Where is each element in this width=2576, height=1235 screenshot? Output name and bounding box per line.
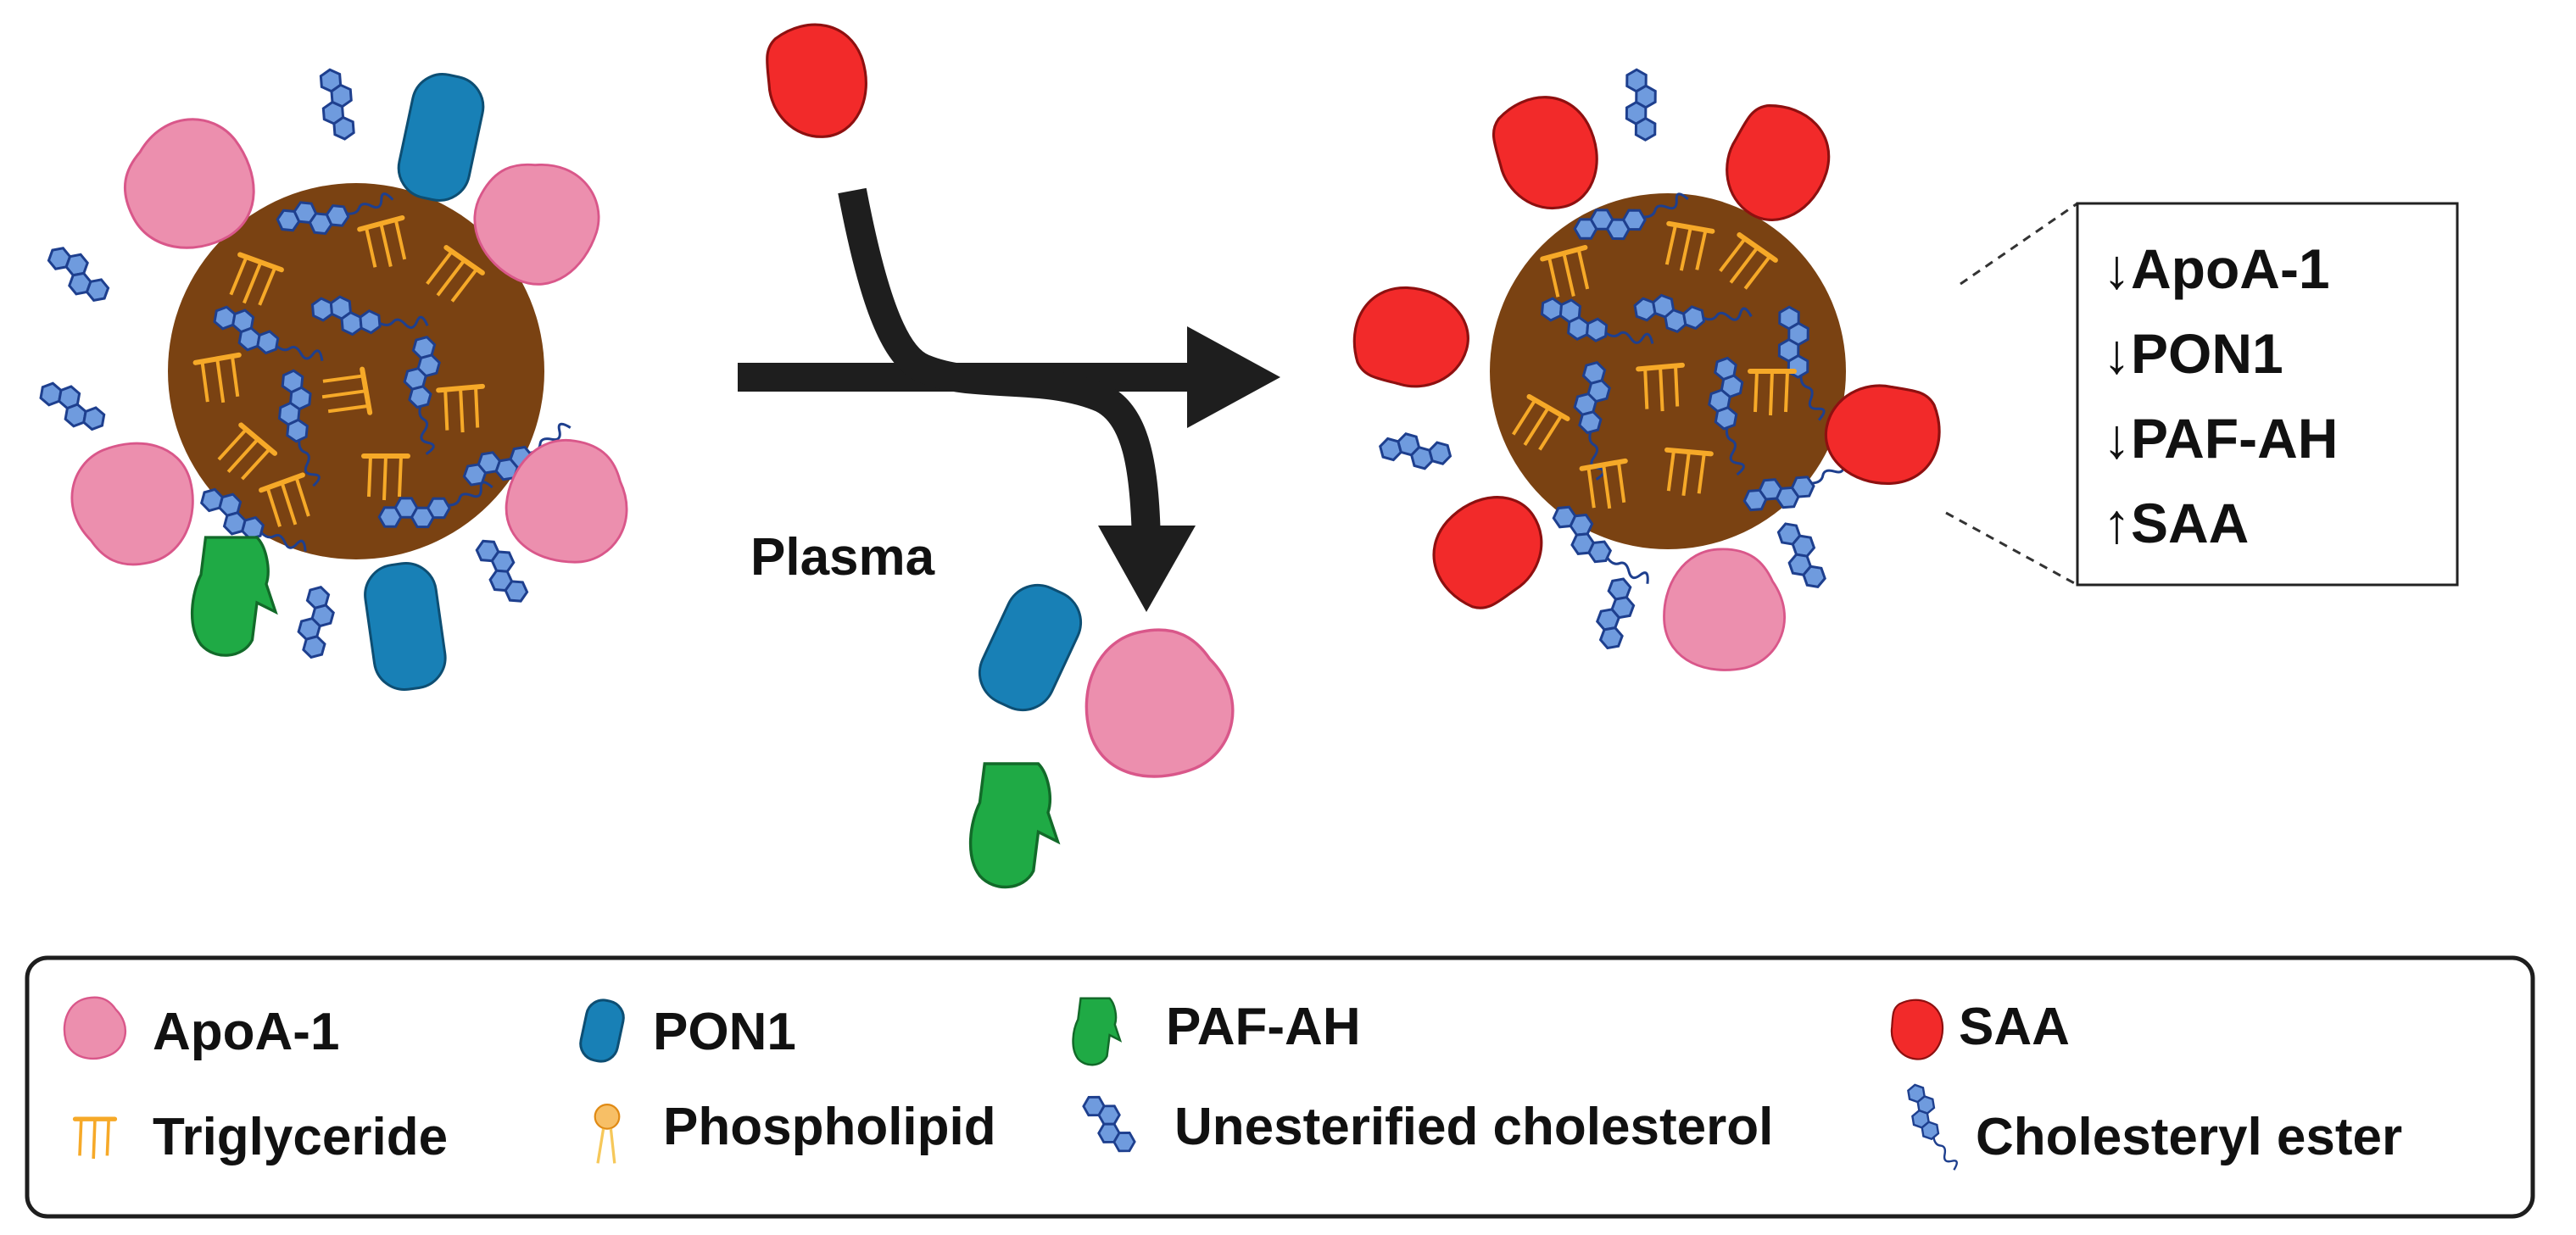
branch-arrow-shaft	[838, 187, 1161, 543]
apoa1-protein	[70, 442, 194, 566]
incoming-saa-protein	[758, 15, 877, 147]
saa-protein	[1480, 81, 1614, 225]
unesterified-cholesterol	[1606, 65, 1676, 144]
hdl-core	[1490, 193, 1846, 549]
legend: ApoA-1 PON1 PAF-AH SAA Triglyceride Phos…	[25, 955, 2535, 1219]
unesterified-cholesterol	[36, 380, 109, 432]
unesterified-cholesterol	[287, 584, 345, 660]
legend-label: PON1	[653, 1003, 796, 1061]
apoa1-protein	[1653, 538, 1797, 681]
process-arrows	[738, 187, 1200, 543]
legend-label: Cholesteryl ester	[1976, 1108, 2402, 1166]
released-pon1-protein	[978, 583, 1083, 712]
unesterified-cholesterol	[301, 65, 374, 144]
saa-icon	[1890, 999, 1944, 1060]
native-hdl-particle	[36, 65, 648, 691]
pon1-protein	[364, 562, 447, 691]
effect-line: ↑SAA	[2103, 492, 2249, 554]
effect-line: ↓ApoA-1	[2103, 237, 2330, 300]
released-pafah-protein	[968, 762, 1060, 889]
released-apoa1-protein	[1084, 628, 1235, 778]
pon1-protein	[397, 73, 485, 202]
legend-frame	[25, 955, 2535, 1219]
legend-label: PAF-AH	[1166, 998, 1361, 1056]
pafah-protein	[190, 536, 277, 657]
unesterified-cholesterol	[1589, 576, 1642, 651]
remodeled-hdl-particle	[1346, 65, 1945, 681]
branch-arrow-head	[1098, 526, 1196, 612]
saa-protein	[1346, 278, 1477, 397]
effect-line: ↓PON1	[2103, 322, 2283, 385]
unesterified-cholesterol	[1377, 422, 1453, 480]
surface-proteins	[36, 65, 648, 691]
legend-label: Phospholipid	[663, 1098, 996, 1156]
legend-label: SAA	[1959, 998, 2070, 1056]
main-arrow-head	[1187, 326, 1280, 428]
legend-label: Unesterified cholesterol	[1174, 1098, 1773, 1156]
legend-label: ApoA-1	[153, 1003, 339, 1061]
plasma-label: Plasma	[750, 528, 935, 587]
legend-label: Triglyceride	[153, 1108, 448, 1166]
unesterified-cholesterol	[1763, 518, 1841, 592]
effects-box: ↓ApoA-1 ↓PON1 ↓PAF-AH ↑SAA	[1945, 202, 2459, 587]
effect-line: ↓PAF-AH	[2103, 407, 2338, 470]
unesterified-cholesterol	[40, 243, 117, 305]
saa-protein	[1412, 474, 1564, 625]
pon1-icon	[579, 999, 625, 1063]
